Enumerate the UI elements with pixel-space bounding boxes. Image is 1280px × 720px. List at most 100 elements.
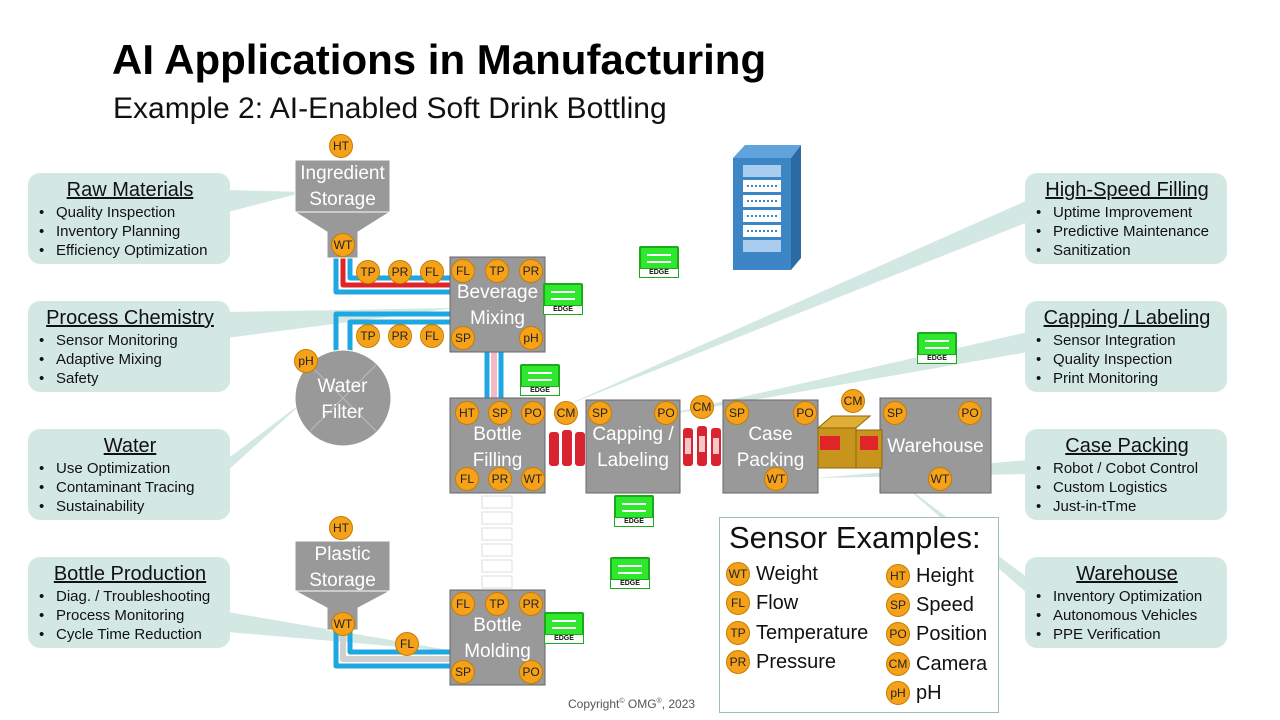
label-line: Beverage	[456, 282, 539, 303]
sensor-badge: SP	[883, 401, 907, 425]
connector-raw-materials	[228, 190, 305, 212]
sensor-badge: PO	[654, 401, 678, 425]
sensor-badge: WT	[331, 233, 355, 257]
copyright-year: , 2023	[661, 697, 696, 711]
label-line: Capping /	[592, 424, 674, 445]
legend-title: Sensor Examples:	[729, 520, 981, 555]
list-item: Cycle Time Reduction	[39, 625, 224, 644]
legend-item: HT Height	[886, 564, 974, 588]
sensor-badge: SP	[725, 401, 749, 425]
copyright-text: Copyright	[568, 697, 620, 711]
list-item: Process Monitoring	[39, 606, 224, 625]
list-item: Just-in-tTme	[1036, 497, 1221, 516]
copyright-symbol: ©	[619, 698, 625, 705]
legend-item: PO Position	[886, 622, 987, 646]
pipes	[333, 255, 504, 669]
sensor-badge: TP	[726, 621, 750, 645]
sensor-badge: WT	[764, 467, 788, 491]
plastic-storage-hopper	[294, 540, 391, 631]
sensor-badge: PO	[886, 622, 910, 646]
label-line: Case	[748, 424, 793, 445]
label-line: Ingredient	[300, 163, 385, 184]
sensor-badge: SP	[451, 326, 475, 350]
capping-labeling-label: Capping / Labeling	[586, 422, 680, 474]
sensor-badge: pH	[294, 349, 318, 373]
label-line: Storage	[309, 570, 376, 591]
sensor-badge: PR	[488, 467, 512, 491]
pipe-ingredient-red	[340, 255, 455, 288]
legend-label: Pressure	[756, 650, 837, 673]
sensor-badge: CM	[554, 401, 578, 425]
water-filter-circle	[294, 349, 392, 447]
sensor-badge: FL	[395, 632, 419, 656]
page-subtitle: Example 2: AI-Enabled Soft Drink Bottlin…	[113, 92, 667, 125]
callout-water: Water Use Optimization Contaminant Traci…	[28, 429, 230, 520]
callout-heading: High-Speed Filling	[1045, 179, 1209, 201]
legend-item: SP Speed	[886, 593, 974, 617]
legend-label: Weight	[756, 562, 818, 585]
sensor-badge: SP	[588, 401, 612, 425]
sensor-badge: PO	[521, 401, 545, 425]
list-item: Autonomous Vehicles	[1036, 606, 1221, 625]
sensor-badge: PO	[793, 401, 817, 425]
label-line: Mixing	[470, 308, 525, 329]
label-line: Bottle	[473, 615, 522, 636]
sensor-badge: TP	[485, 259, 509, 283]
packed-cases	[816, 415, 883, 469]
bottle-conveyor	[481, 495, 513, 589]
sensor-badge: SP	[451, 660, 475, 684]
callout-heading: Warehouse	[1076, 563, 1178, 585]
sensor-badge: TP	[485, 592, 509, 616]
pipe-plastic-blue-outer	[333, 625, 455, 669]
sensor-legend: Sensor Examples: WT Weight FL Flow TP Te…	[719, 517, 999, 713]
legend-item: TP Temperature	[726, 621, 868, 645]
list-item: Adaptive Mixing	[39, 350, 224, 369]
pipe-ingredient-blue-outer	[333, 255, 455, 295]
edge-device-icon: EDGE	[544, 612, 584, 644]
sensor-badge: pH	[886, 681, 910, 705]
legend-item: PR Pressure	[726, 650, 836, 674]
legend-label: Temperature	[756, 621, 869, 644]
legend-label: Height	[916, 564, 974, 587]
list-item: Sensor Integration	[1036, 331, 1221, 350]
legend-label: Flow	[756, 591, 799, 614]
callout-heading: Capping / Labeling	[1043, 307, 1211, 329]
label-line: Storage	[309, 189, 376, 210]
edge-device-icon: EDGE	[917, 332, 957, 364]
edge-device-icon: EDGE	[543, 283, 583, 315]
list-item: Sanitization	[1036, 241, 1221, 260]
ingredient-storage-label: Ingredient Storage	[295, 161, 390, 213]
legend-label: Speed	[916, 593, 974, 616]
sensor-badge: pH	[519, 326, 543, 350]
legend-label: Position	[916, 622, 988, 645]
callout-process-chemistry: Process Chemistry Sensor Monitoring Adap…	[28, 301, 230, 392]
pipe-ingredient-blue-inner	[347, 255, 455, 281]
edge-label: EDGE	[614, 517, 654, 527]
sensor-badge: PR	[519, 259, 543, 283]
case-packing-label: Case Packing	[723, 422, 818, 474]
label-line: Water	[317, 376, 368, 397]
copyright-notice: Copyright© OMG®, 2023	[568, 697, 695, 711]
copyright-owner: OMG	[624, 697, 657, 711]
pipe-plastic-beads	[340, 625, 455, 662]
edge-device-icon: EDGE	[639, 246, 679, 278]
callout-high-speed-filling: High-Speed Filling Uptime Improvement Pr…	[1025, 173, 1227, 264]
legend-item: CM Camera	[886, 652, 987, 676]
sensor-badge: PR	[519, 592, 543, 616]
callout-bottle-production: Bottle Production Diag. / Troubleshootin…	[28, 557, 230, 648]
callout-heading: Raw Materials	[66, 179, 194, 201]
list-item: Custom Logistics	[1036, 478, 1221, 497]
sensor-badge: SP	[886, 593, 910, 617]
sensor-badge: PR	[388, 324, 412, 348]
beverage-mixing-label: Beverage Mixing	[450, 280, 545, 332]
legend-item: WT Weight	[726, 562, 818, 586]
sensor-badge: PR	[388, 260, 412, 284]
filled-bottles	[549, 430, 585, 466]
sensor-badge: PO	[958, 401, 982, 425]
sensor-badge: CM	[886, 652, 910, 676]
sensor-badge: CM	[841, 389, 865, 413]
list-item: Contaminant Tracing	[39, 478, 224, 497]
sensor-badge: TP	[356, 324, 380, 348]
legend-label: Camera	[916, 652, 988, 675]
sensor-badge: FL	[420, 324, 444, 348]
